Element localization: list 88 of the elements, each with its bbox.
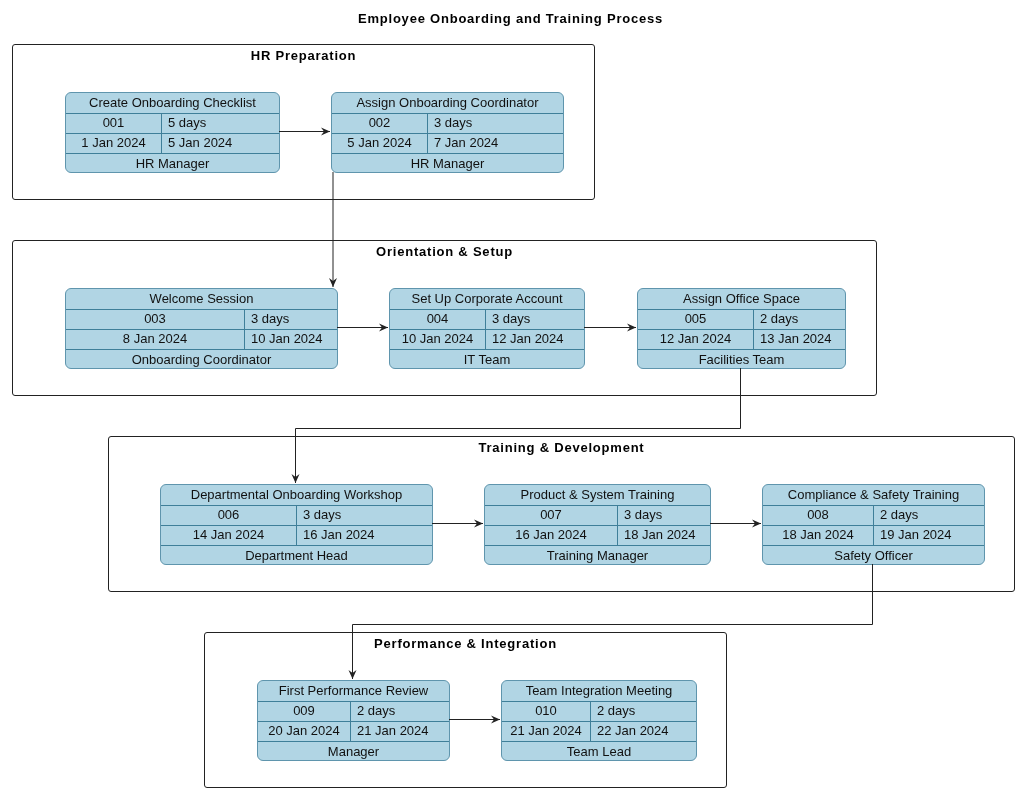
start-date: 14 Jan 2024 — [192, 526, 265, 545]
task-owner: HR Manager — [135, 154, 210, 172]
diagram-title: Employee Onboarding and Training Process — [358, 10, 663, 28]
end-date: 22 Jan 2024 — [597, 722, 669, 741]
task-title: Welcome Session — [149, 290, 254, 308]
task-owner: Onboarding Coordinator — [131, 350, 272, 368]
task-card — [65, 92, 280, 173]
group-title: Performance & Integration — [374, 635, 557, 653]
task-title: Assign Onboarding Coordinator — [356, 94, 539, 112]
arrow — [291, 367, 741, 484]
start-date: 21 Jan 2024 — [510, 722, 582, 741]
task-owner: Team Lead — [566, 742, 632, 760]
arrow — [329, 171, 337, 288]
task-id: 008 — [807, 506, 829, 525]
task-owner: IT Team — [463, 350, 511, 368]
task-duration: 3 days — [251, 310, 290, 329]
task-owner: Department Head — [245, 546, 348, 564]
start-date: 12 Jan 2024 — [659, 330, 732, 349]
task-id: 002 — [368, 114, 391, 133]
end-date: 7 Jan 2024 — [434, 134, 499, 153]
group-title: Orientation & Setup — [376, 243, 513, 261]
task-title: First Performance Review — [278, 682, 429, 700]
task-id: 003 — [144, 310, 166, 329]
task-duration: 5 days — [168, 114, 207, 133]
task-duration: 2 days — [760, 310, 799, 329]
task-duration: 2 days — [597, 702, 636, 721]
end-date: 19 Jan 2024 — [880, 526, 952, 545]
task-id: 006 — [217, 506, 240, 525]
task-title: Product & System Training — [520, 486, 675, 504]
task-id: 007 — [540, 506, 562, 525]
arrow — [709, 519, 762, 528]
arrow — [583, 323, 637, 332]
end-date: 10 Jan 2024 — [251, 330, 323, 349]
start-date: 5 Jan 2024 — [347, 134, 412, 153]
group-title: Training & Development — [478, 439, 645, 457]
task-card — [331, 92, 564, 173]
group-frame — [108, 436, 1015, 592]
arrow — [348, 563, 873, 680]
task-card — [65, 288, 338, 369]
end-date: 12 Jan 2024 — [492, 330, 564, 349]
task-duration: 3 days — [303, 506, 342, 525]
group-title: HR Preparation — [250, 47, 357, 65]
task-duration: 3 days — [492, 310, 531, 329]
task-id: 009 — [293, 702, 315, 721]
start-date: 10 Jan 2024 — [401, 330, 474, 349]
task-title: Compliance & Safety Training — [787, 486, 960, 504]
end-date: 16 Jan 2024 — [303, 526, 375, 545]
task-id: 004 — [426, 310, 449, 329]
start-date: 1 Jan 2024 — [81, 134, 146, 153]
task-duration: 3 days — [624, 506, 663, 525]
start-date: 8 Jan 2024 — [122, 330, 188, 349]
task-title: Team Integration Meeting — [525, 682, 673, 700]
group-frame — [204, 632, 727, 788]
task-owner: HR Manager — [410, 154, 485, 172]
task-title: Set Up Corporate Account — [411, 290, 563, 308]
arrow — [431, 519, 484, 528]
group-frame — [12, 240, 877, 396]
task-card — [762, 484, 985, 565]
end-date: 18 Jan 2024 — [624, 526, 696, 545]
task-duration: 3 days — [434, 114, 473, 133]
end-date: 5 Jan 2024 — [168, 134, 233, 153]
task-id: 010 — [535, 702, 557, 721]
task-owner: Safety Officer — [834, 546, 913, 564]
task-title: Create Onboarding Checklist — [89, 94, 256, 112]
task-id: 005 — [684, 310, 707, 329]
arrow — [278, 127, 331, 136]
arrow — [336, 323, 389, 332]
task-card — [389, 288, 585, 369]
task-card — [257, 680, 450, 761]
end-date: 21 Jan 2024 — [357, 722, 429, 741]
task-owner: Manager — [327, 742, 380, 760]
task-owner: Facilities Team — [698, 350, 785, 368]
task-title: Departmental Onboarding Workshop — [190, 486, 403, 504]
start-date: 18 Jan 2024 — [782, 526, 854, 545]
task-duration: 2 days — [880, 506, 919, 525]
arrow — [448, 715, 501, 724]
task-card — [637, 288, 846, 369]
task-card — [484, 484, 711, 565]
task-title: Assign Office Space — [683, 290, 800, 308]
task-duration: 2 days — [357, 702, 396, 721]
task-card — [160, 484, 433, 565]
group-frame — [12, 44, 595, 200]
start-date: 20 Jan 2024 — [268, 722, 340, 741]
task-id: 001 — [102, 114, 125, 133]
start-date: 16 Jan 2024 — [515, 526, 587, 545]
end-date: 13 Jan 2024 — [760, 330, 832, 349]
task-owner: Training Manager — [546, 546, 649, 564]
task-card — [501, 680, 697, 761]
